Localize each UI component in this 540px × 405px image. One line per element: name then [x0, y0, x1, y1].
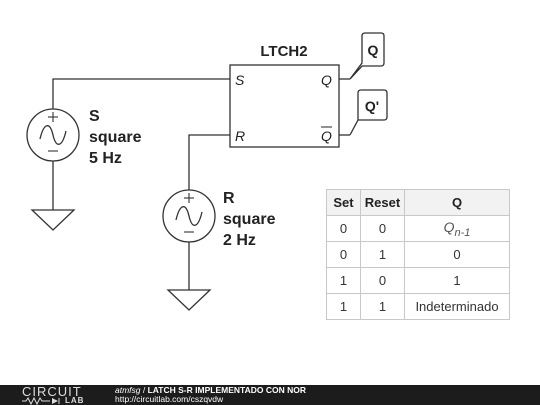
probe-qbar[interactable]: Q': [349, 89, 388, 136]
latch-name: LTCH2: [260, 43, 307, 60]
ground-r-icon: [166, 289, 212, 311]
header-q: Q: [404, 189, 510, 216]
footer-separator: /: [140, 385, 148, 395]
probe-q[interactable]: Q: [349, 32, 385, 80]
footer-author[interactable]: atmfsg: [115, 385, 141, 395]
cell-set: 0: [326, 215, 361, 242]
source-r-name: R: [223, 190, 235, 207]
cell-q: Indeterminado: [404, 293, 510, 320]
cell-set: 0: [326, 241, 361, 268]
logo-bottom-text: LAB: [65, 396, 85, 405]
cell-set: 1: [326, 293, 361, 320]
source-s-freq: 5 Hz: [89, 150, 122, 167]
resistor-logo-icon: [22, 397, 60, 405]
source-r-type: square: [223, 211, 276, 228]
source-r-freq: 2 Hz: [223, 232, 256, 249]
cell-q: 1: [404, 267, 510, 294]
table-row: 1 1 Indeterminado: [326, 293, 510, 320]
circuit-schematic: LTCH2 S R Q Q Q Q' S square 5 Hz R s: [26, 32, 388, 311]
probe-q-label: Q: [368, 42, 379, 58]
table-row: 1 0 1: [326, 267, 510, 294]
truth-table: Set Reset Q 0 0 Qn-1 0 1 0 1 0 1 1 1 Ind…: [326, 189, 510, 320]
source-s-type: square: [89, 129, 142, 146]
source-r[interactable]: R square 2 Hz: [162, 189, 276, 249]
cell-q: Qn-1: [404, 215, 510, 242]
cell-reset: 0: [360, 215, 405, 242]
circuitlab-logo[interactable]: CIRCUIT LAB: [22, 384, 92, 405]
footer-url[interactable]: http://circuitlab.com/cszqvdw: [115, 394, 224, 404]
pin-q-label: Q: [321, 72, 332, 88]
table-row: 0 1 0: [326, 241, 510, 268]
footer-bar: CIRCUIT LAB atmfsg / LATCH S-R IMPLEMENT…: [0, 384, 540, 405]
truth-table-header-row: Set Reset Q: [326, 189, 510, 216]
source-s[interactable]: S square 5 Hz: [26, 108, 142, 167]
probe-qbar-label: Q': [365, 98, 379, 114]
cell-reset: 1: [360, 293, 405, 320]
latch-block: LTCH2 S R Q Q: [229, 43, 340, 148]
header-set: Set: [326, 189, 361, 216]
cell-reset: 0: [360, 267, 405, 294]
pin-qbar-label: Q: [321, 128, 332, 144]
header-reset: Reset: [360, 189, 405, 216]
footer-title-line: atmfsg / LATCH S-R IMPLEMENTADO CON NOR: [115, 386, 306, 395]
cell-q-subscript: n-1: [454, 226, 471, 239]
cell-reset: 1: [360, 241, 405, 268]
footer-text: atmfsg / LATCH S-R IMPLEMENTADO CON NOR …: [115, 386, 306, 404]
pin-r-label: R: [235, 128, 245, 144]
footer-title: LATCH S-R IMPLEMENTADO CON NOR: [147, 385, 306, 395]
ground-s-icon: [30, 209, 76, 231]
source-s-name: S: [89, 108, 100, 125]
cell-q-base: Q: [443, 218, 455, 235]
pin-s-label: S: [235, 72, 245, 88]
logo-top-text: CIRCUIT: [22, 384, 82, 399]
cell-q: 0: [404, 241, 510, 268]
wires: [52, 78, 350, 290]
table-row: 0 0 Qn-1: [326, 215, 510, 242]
cell-set: 1: [326, 267, 361, 294]
